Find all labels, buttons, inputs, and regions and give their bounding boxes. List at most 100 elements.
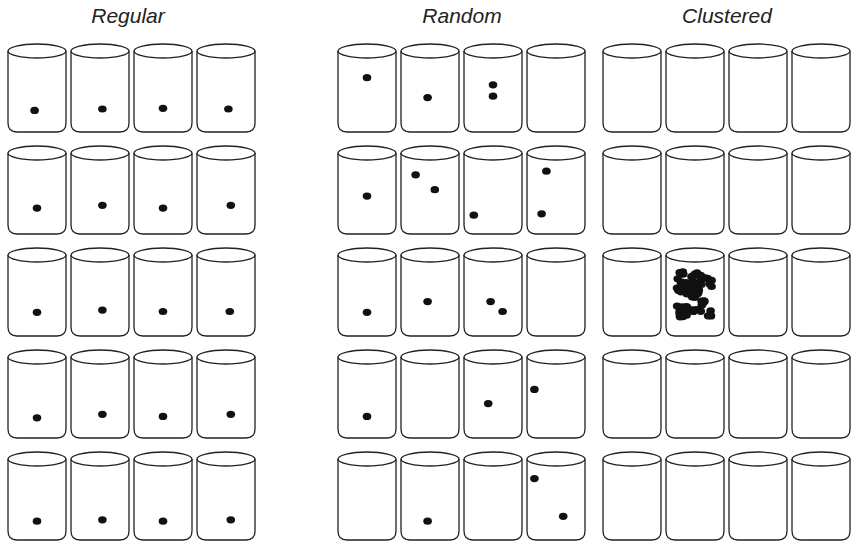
cylinder-top	[71, 248, 129, 262]
cylinder-top	[603, 146, 661, 160]
panel-heading: Clustered	[682, 4, 772, 28]
cylinder	[792, 146, 850, 234]
cylinder	[338, 350, 396, 438]
cylinder-top	[527, 146, 585, 160]
organism-dot	[98, 202, 107, 209]
cylinder-body	[8, 255, 66, 336]
organism-dot	[159, 413, 168, 420]
cylinder	[666, 146, 724, 234]
cylinder-body	[464, 459, 522, 540]
cylinder-body	[666, 153, 724, 234]
cylinder-top	[71, 350, 129, 364]
organism-dot	[683, 290, 692, 297]
organism-dot	[226, 308, 235, 315]
cylinder	[792, 248, 850, 336]
cylinder-top	[666, 146, 724, 160]
cylinder-top	[197, 350, 255, 364]
cylinder	[666, 452, 724, 540]
cylinder-top	[666, 452, 724, 466]
cylinder-top	[464, 248, 522, 262]
cylinder	[666, 44, 724, 132]
organism-dot	[470, 212, 479, 219]
panel-heading: Regular	[91, 4, 165, 28]
cylinder	[603, 452, 661, 540]
cylinder-body	[197, 153, 255, 234]
cylinder	[464, 44, 522, 132]
cylinder	[527, 146, 585, 234]
cylinder-body	[527, 459, 585, 540]
organism-dot	[363, 413, 372, 420]
cylinder-body	[338, 255, 396, 336]
organism-dot	[676, 313, 685, 320]
organism-dot	[498, 308, 507, 315]
cylinder	[134, 44, 192, 132]
cylinder-body	[401, 357, 459, 438]
cylinder-top	[134, 146, 192, 160]
cylinder-body	[792, 255, 850, 336]
cylinder-top	[338, 44, 396, 58]
cylinder-top	[603, 452, 661, 466]
organism-dot	[363, 193, 372, 200]
organism-dot	[227, 202, 236, 209]
cylinder-body	[197, 357, 255, 438]
cylinder	[666, 248, 724, 336]
cylinder	[197, 146, 255, 234]
cylinder-top	[8, 248, 66, 262]
organism-dot	[431, 186, 440, 193]
cylinder-top	[338, 146, 396, 160]
organism-dot	[224, 105, 233, 112]
cylinder-top	[71, 452, 129, 466]
cylinder-body	[71, 357, 129, 438]
organism-dot	[98, 411, 107, 418]
organism-dot	[33, 414, 42, 421]
organism-dot	[363, 309, 372, 316]
cylinder-body	[8, 459, 66, 540]
cylinder-top	[729, 146, 787, 160]
cylinder-top	[134, 350, 192, 364]
cylinder-body	[197, 255, 255, 336]
cylinder-top	[197, 44, 255, 58]
cylinder-body	[134, 255, 192, 336]
cylinder-body	[603, 255, 661, 336]
cylinder-body	[134, 459, 192, 540]
cylinder-body	[603, 51, 661, 132]
cylinder-body	[401, 153, 459, 234]
cylinder-body	[401, 459, 459, 540]
organism-dot	[559, 513, 568, 520]
cylinder	[134, 350, 192, 438]
cylinder-top	[401, 248, 459, 262]
organism-dot	[159, 308, 168, 315]
cylinder-top	[401, 146, 459, 160]
cylinder	[338, 44, 396, 132]
cylinder-top	[729, 452, 787, 466]
organism-dot	[363, 74, 372, 81]
organism-dot	[33, 518, 42, 525]
cylinder	[464, 248, 522, 336]
cylinder	[527, 350, 585, 438]
cylinder-body	[603, 357, 661, 438]
cylinder-body	[401, 255, 459, 336]
cylinder	[8, 44, 66, 132]
cylinder-top	[792, 44, 850, 58]
cylinder-top	[666, 248, 724, 262]
organism-dot	[530, 475, 539, 482]
organism-dot	[489, 81, 498, 88]
cylinder-body	[464, 357, 522, 438]
cylinder	[134, 146, 192, 234]
organism-dot	[530, 386, 539, 393]
cylinder	[729, 44, 787, 132]
cylinder-top	[666, 350, 724, 364]
cylinder	[8, 248, 66, 336]
cylinder	[401, 452, 459, 540]
organism-dot	[687, 273, 696, 280]
cylinder-top	[401, 452, 459, 466]
cylinder-body	[729, 357, 787, 438]
cylinder	[464, 452, 522, 540]
organism-dot	[411, 171, 420, 178]
cylinder-body	[338, 51, 396, 132]
cylinder-top	[197, 452, 255, 466]
cylinder-top	[8, 350, 66, 364]
cylinder-top	[197, 146, 255, 160]
cylinder-body	[527, 255, 585, 336]
